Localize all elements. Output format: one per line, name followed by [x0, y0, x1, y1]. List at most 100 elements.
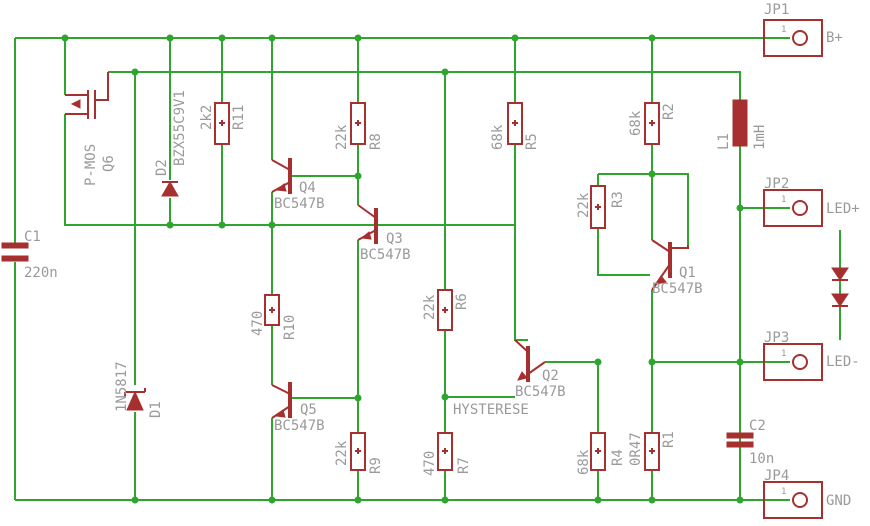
wire-r5-column: [514, 38, 528, 341]
jp1-name: JP1: [764, 2, 789, 18]
jp1-label: B+: [826, 30, 843, 46]
junction: [268, 496, 276, 504]
junction: [648, 170, 656, 178]
junction: [166, 221, 174, 229]
inductor-l1: L1 1mH: [716, 99, 768, 150]
junction: [441, 68, 449, 76]
diode-d1: 1N5817 D1: [114, 361, 164, 418]
junction: [594, 358, 602, 366]
r3-name: R3: [610, 191, 626, 208]
resistor-r8: 22k R8: [334, 102, 384, 150]
r5-value: 68k: [490, 124, 506, 150]
jp4-label: GND: [826, 493, 851, 509]
resistor-r4: 68k R4: [576, 432, 626, 475]
r9-value: 22k: [334, 440, 350, 466]
q2-value: BC547B: [515, 384, 566, 400]
junction: [736, 496, 744, 504]
junction: [441, 496, 449, 504]
r4-name: R4: [610, 449, 626, 466]
r7-value: 470: [422, 451, 438, 476]
zener-d2: D2 BZX55C9V1: [154, 90, 188, 197]
transistor-q1: Q1 BC547B: [651, 239, 703, 297]
junction: [736, 358, 744, 366]
q4-name: Q4: [299, 180, 316, 196]
l1-name: L1: [716, 133, 732, 150]
r9-name: R9: [368, 457, 384, 474]
r2-value: 68k: [628, 110, 644, 136]
junction: [354, 34, 362, 42]
q6-value: P-MOS: [83, 144, 99, 186]
l1-value: 1mH: [752, 125, 768, 150]
resistor-r1: 0R47 R1: [628, 431, 677, 471]
r6-name: R6: [454, 293, 470, 310]
net-label-hysterese: HYSTERESE: [453, 402, 529, 418]
junction: [736, 204, 744, 212]
mosfet-q6: P-MOS Q6: [65, 72, 117, 186]
junction: [218, 221, 226, 229]
transistor-q3: Q3 BC547B: [357, 204, 411, 263]
junction: [166, 34, 174, 42]
connector-jp3: JP3 1 LED-: [763, 330, 860, 381]
q4-value: BC547B: [274, 196, 325, 212]
resistor-r9: 22k R9: [334, 432, 384, 474]
q5-name: Q5: [300, 402, 317, 418]
jp2-pin: 1: [781, 195, 786, 205]
resistor-r11: 2k2 R11: [199, 102, 247, 145]
q3-value: BC547B: [360, 247, 411, 263]
d2-value: BZX55C9V1: [172, 90, 188, 166]
c2-value: 10n: [749, 451, 774, 467]
jp3-label: LED-: [826, 354, 860, 370]
transistor-q4: Q4 BC547B: [271, 158, 325, 212]
r4-value: 68k: [576, 449, 592, 475]
junction: [218, 34, 226, 42]
resistor-r5: 68k R5: [490, 102, 540, 150]
capacitor-c1: C1 220n: [1, 229, 58, 281]
led-string: [831, 267, 849, 307]
r1-name: R1: [661, 431, 677, 448]
r10-value: 470: [250, 311, 266, 336]
jp3-pin: 1: [781, 349, 786, 359]
resistor-r2: 68k R2: [628, 102, 677, 145]
junctions: [61, 34, 744, 504]
r8-value: 22k: [334, 124, 350, 150]
c1-name: C1: [24, 229, 41, 245]
jp3-name: JP3: [764, 330, 789, 346]
jp4-pin: 1: [781, 487, 786, 497]
junction: [441, 393, 449, 401]
junction: [61, 34, 69, 42]
q2-name: Q2: [542, 368, 559, 384]
resistor-r10: 470 R10: [250, 294, 298, 340]
d2-name: D2: [154, 159, 170, 176]
connector-jp4: JP4 1 GND: [763, 468, 851, 519]
wire-gate-node: [64, 114, 515, 226]
r2-name: R2: [661, 103, 677, 120]
junction: [594, 496, 602, 504]
r1-value: 0R47: [628, 432, 644, 466]
junction: [131, 68, 139, 76]
r6-value: 22k: [422, 294, 438, 320]
wire-r3-r4-column: [597, 173, 689, 500]
q3-name: Q3: [386, 231, 403, 247]
r11-name: R11: [231, 105, 247, 130]
jp2-label: LED+: [826, 201, 860, 217]
d1-value: 1N5817: [114, 361, 130, 412]
connector-jp1: JP1 1 B+: [763, 2, 843, 57]
c1-value: 220n: [24, 265, 58, 281]
r3-value: 22k: [576, 192, 592, 218]
transistor-q2: Q2 BC547B: [514, 339, 566, 400]
junction: [648, 34, 656, 42]
junction: [354, 394, 362, 402]
connector-jp2: JP2 1 LED+: [763, 176, 860, 227]
junction: [354, 172, 362, 180]
wires: [14, 37, 841, 501]
q5-value: BC547B: [274, 418, 325, 434]
resistor-r6: 22k R6: [422, 289, 470, 331]
resistor-r3: 22k R3: [576, 185, 626, 229]
d1-name: D1: [148, 401, 164, 418]
resistor-r7: 470 R7: [422, 432, 472, 476]
r7-name: R7: [456, 457, 472, 474]
junction: [131, 496, 139, 504]
q1-value: BC547B: [652, 281, 703, 297]
junction: [648, 496, 656, 504]
